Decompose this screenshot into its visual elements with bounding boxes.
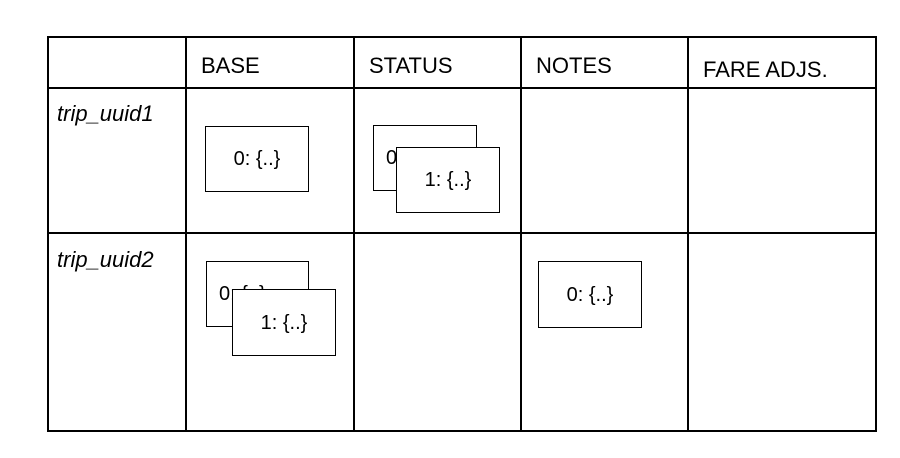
table-right-border: [875, 36, 877, 432]
column-header-base: BASE: [201, 53, 260, 78]
table-left-border: [47, 36, 49, 432]
table-top-border: [47, 36, 877, 38]
record-card: 1: {..}: [232, 289, 336, 356]
header-row-divider: [47, 87, 877, 89]
column-divider-fare-adjs: [687, 36, 689, 432]
record-card: 0: {..}: [205, 126, 309, 192]
column-header-notes: NOTES: [536, 53, 612, 78]
record-card: 1: {..}: [396, 147, 500, 213]
column-divider-base: [185, 36, 187, 432]
column-divider-status: [353, 36, 355, 432]
row-divider: [47, 232, 877, 234]
column-header-fare-adjs: FARE ADJS.: [703, 57, 828, 82]
record-card: 0: {..}: [538, 261, 642, 328]
column-header-status: STATUS: [369, 53, 453, 78]
row-label-trip-uuid1: trip_uuid1: [57, 101, 154, 126]
column-divider-notes: [520, 36, 522, 432]
table-bottom-border: [47, 430, 877, 432]
row-label-trip-uuid2: trip_uuid2: [57, 247, 154, 272]
